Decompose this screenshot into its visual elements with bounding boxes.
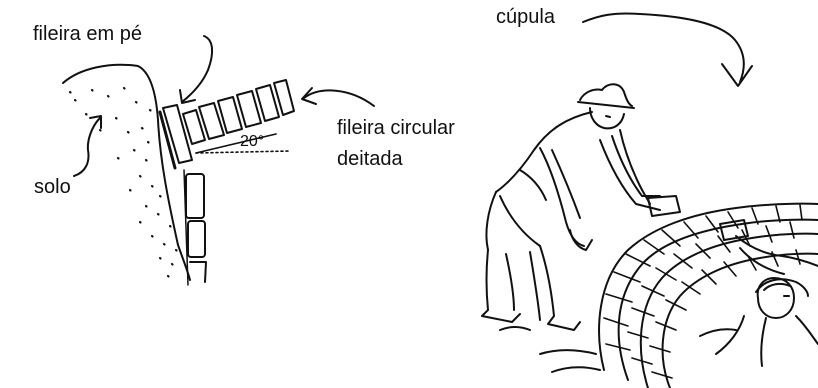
label-soil: solo: [34, 176, 71, 198]
label-circular-row-line1: fileira circular: [337, 117, 455, 139]
helper-figure: [699, 219, 818, 367]
arrow-dome: [582, 12, 753, 87]
arrow-standing-row: [179, 35, 214, 104]
arrow-circular-row: [301, 87, 375, 107]
soil-cross-section: [62, 63, 191, 281]
label-standing-row: fileira em pé: [33, 23, 142, 45]
label-circular-row-line2: deitada: [337, 148, 403, 170]
angle-indicator: [195, 133, 291, 154]
soil-texture: [68, 86, 178, 278]
circular-row-bricks: [182, 79, 295, 145]
label-dome: cúpula: [496, 6, 555, 28]
worker-figure: [481, 83, 681, 331]
arrow-soil: [73, 115, 102, 177]
label-angle: 20°: [240, 133, 265, 150]
brick-ring: [598, 202, 818, 388]
ground-lines: [499, 326, 601, 373]
standing-brick: [158, 104, 193, 170]
wall-bricks: [183, 169, 207, 286]
